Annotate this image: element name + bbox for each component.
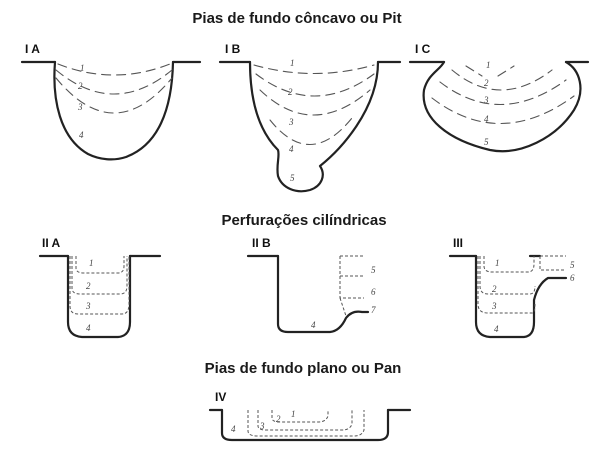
stage-label-1: 1 <box>495 258 500 268</box>
pan-outline <box>220 408 390 442</box>
panel-IB: I B 1 2 3 4 5 <box>218 42 402 193</box>
panel-III: III 1 2 3 4 5 6 <box>448 236 575 339</box>
stage-line-1 <box>57 63 171 76</box>
stage-line-3 <box>259 89 371 116</box>
stage-label-2: 2 <box>288 87 293 97</box>
panel-label-IC: I C <box>415 42 431 56</box>
stage-label-2: 2 <box>492 284 497 294</box>
stage-line-2 <box>255 73 375 97</box>
stage-box-3 <box>69 256 130 315</box>
stage-label-2: 2 <box>484 78 489 88</box>
stage-label-7: 7 <box>371 305 376 315</box>
stage-label-4: 4 <box>231 424 236 434</box>
stage-label-5: 5 <box>371 265 376 275</box>
stage-label-2: 2 <box>78 81 83 91</box>
stage-box-7 <box>339 297 347 317</box>
panel-label-IIA: II A <box>42 236 61 250</box>
stage-label-2: 2 <box>276 414 281 424</box>
stage-label-4: 4 <box>289 144 294 154</box>
stage-label-1: 1 <box>89 258 94 268</box>
panel-label-IIB: II B <box>252 236 271 250</box>
panel-label-IA: I A <box>25 42 40 56</box>
panel-IC: I C 1 2 3 4 5 <box>408 42 590 153</box>
stage-line-1 <box>465 65 515 77</box>
stage-line-3 <box>55 77 173 114</box>
stage-line-4 <box>269 117 353 145</box>
stage-box-5 <box>539 255 566 271</box>
stage-line-4 <box>431 95 575 124</box>
stage-box-3 <box>477 256 536 314</box>
stage-box-2 <box>479 256 536 295</box>
stage-label-1: 1 <box>486 60 491 70</box>
stage-label-4: 4 <box>79 130 84 140</box>
stage-line-2 <box>55 69 173 95</box>
panel-IA: I A 1 2 3 4 <box>20 42 202 161</box>
stage-label-3: 3 <box>288 117 294 127</box>
stage-label-3: 3 <box>77 102 83 112</box>
panel-IV: IV 1 2 3 4 <box>208 390 412 442</box>
stage-label-1: 1 <box>290 58 295 68</box>
stage-label-4: 4 <box>484 114 489 124</box>
stage-box-2 <box>71 256 128 295</box>
panel-label-III: III <box>453 236 463 250</box>
section-title-pit: Pias de fundo côncavo ou Pit <box>192 10 401 27</box>
panel-label-IB: I B <box>225 42 241 56</box>
stage-box-1 <box>271 410 329 423</box>
stage-label-5: 5 <box>570 260 575 270</box>
stage-label-4: 4 <box>494 324 499 334</box>
stage-box-2 <box>257 410 353 431</box>
stage-box-5 <box>339 255 364 277</box>
panel-IIB: II B 4 5 6 7 <box>246 236 376 334</box>
stage-box-1 <box>483 256 535 273</box>
panel-IIA: II A 1 2 3 4 <box>38 236 162 339</box>
pit-outline <box>53 60 175 161</box>
stage-label-3: 3 <box>85 301 91 311</box>
pit-outline <box>66 254 132 339</box>
panel-label-IV: IV <box>215 390 226 404</box>
stage-label-6: 6 <box>371 287 376 297</box>
stage-box-3 <box>247 410 365 437</box>
pit-outline <box>276 254 370 334</box>
stage-label-5: 5 <box>290 173 295 183</box>
stage-label-1: 1 <box>80 63 85 73</box>
stage-label-4: 4 <box>311 320 316 330</box>
section-title-cylindrical: Perfurações cilíndricas <box>221 212 386 229</box>
stage-box-6 <box>339 276 364 299</box>
stage-label-3: 3 <box>483 95 489 105</box>
stage-label-4: 4 <box>86 323 91 333</box>
pit-outline <box>422 60 582 153</box>
stage-label-6: 6 <box>570 273 575 283</box>
stage-line-2 <box>451 69 553 91</box>
stage-label-3: 3 <box>259 421 265 431</box>
stage-line-1 <box>253 64 375 75</box>
stage-label-2: 2 <box>86 281 91 291</box>
stage-box-1 <box>75 256 125 274</box>
pit-outline <box>474 254 568 339</box>
stage-label-3: 3 <box>491 301 497 311</box>
stage-label-1: 1 <box>291 409 296 419</box>
stage-line-3 <box>439 79 567 105</box>
pit-outline <box>248 60 380 193</box>
section-title-pan: Pias de fundo plano ou Pan <box>205 360 402 377</box>
stage-label-5: 5 <box>484 137 489 147</box>
